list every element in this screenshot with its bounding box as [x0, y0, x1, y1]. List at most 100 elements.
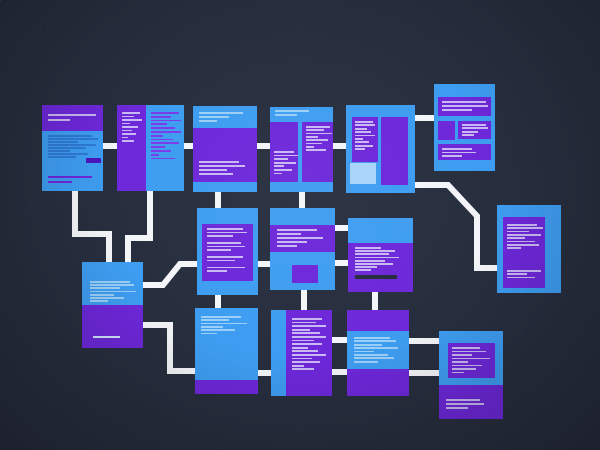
wireframe-card-top-2[interactable] [117, 105, 184, 191]
wireframe-card-top-5-placeholder-line [355, 131, 371, 133]
wireframe-card-mid-1-placeholder-line [207, 256, 243, 258]
wireframe-card-top-2-placeholder-line [151, 150, 171, 152]
wireframe-card-bottom-3-placeholder-line [354, 337, 390, 339]
wireframe-card-top-1-placeholder-line [48, 135, 92, 137]
wireframe-card-mid-1[interactable] [197, 208, 258, 295]
wireframe-card-mid-right-block [545, 217, 553, 288]
wireframe-card-bottom-2-placeholder-line [292, 318, 322, 320]
wireframe-card-mid-3-block [355, 275, 397, 279]
wireframe-card-bottom-1-placeholder-line [201, 325, 223, 328]
wireframe-card-top-5-block [381, 117, 408, 185]
wireframe-card-top-4-placeholder-line [306, 142, 322, 145]
wireframe-card-top-4-placeholder-line [306, 132, 332, 135]
wireframe-card-mid-left-placeholder-line [90, 287, 120, 290]
wireframe-card-bottom-2[interactable] [271, 310, 332, 396]
wireframe-card-mid-1-placeholder-line [207, 249, 231, 251]
wireframe-card-top-right-placeholder-line [462, 124, 486, 126]
wireframe-card-top-2-placeholder-line [151, 115, 171, 118]
wireframe-card-bottom-2-placeholder-line [292, 325, 326, 327]
wireframe-card-bottom-2-placeholder-line [292, 364, 304, 367]
wireframe-card-mid-2-placeholder-line [277, 241, 307, 243]
wireframe-card-top-4[interactable] [270, 107, 333, 192]
wireframe-card-top-1-placeholder-line [48, 141, 78, 143]
wireframe-card-top-4-placeholder-line [306, 139, 328, 141]
wireframe-card-top-1-placeholder-line [48, 156, 76, 158]
wireframe-card-mid-2[interactable] [270, 208, 335, 290]
wireframe-card-mid-3-placeholder-line [355, 266, 377, 268]
wireframe-card-bottom-right-placeholder-line [452, 361, 468, 363]
wireframe-card-bottom-right-placeholder-line [452, 347, 480, 349]
link-n7-n8 [143, 261, 197, 288]
wireframe-card-bottom-1-placeholder-line [201, 332, 217, 335]
wireframe-card-top-1-placeholder-line [48, 176, 92, 178]
wireframe-card-mid-3-placeholder-line [355, 263, 393, 265]
wireframe-card-top-4-placeholder-line [274, 158, 288, 160]
wireframe-card-bottom-1[interactable] [195, 308, 258, 394]
wireframe-card-bottom-right-placeholder-line [452, 368, 476, 370]
link-n2-n7 [125, 191, 153, 262]
wireframe-card-top-right[interactable] [434, 84, 495, 171]
wireframe-card-top-1[interactable] [42, 105, 103, 191]
wireframe-card-mid-left-placeholder-line [93, 336, 120, 338]
wireframe-card-mid-3[interactable] [348, 218, 413, 292]
wireframe-card-mid-3-placeholder-line [355, 253, 389, 256]
wireframe-card-mid-left-placeholder-line [90, 293, 114, 296]
wireframe-card-mid-1-placeholder-line [207, 228, 243, 230]
wireframe-card-top-3-placeholder-line [199, 120, 217, 122]
wireframe-card-top-4-placeholder-line [274, 172, 282, 175]
wireframe-card-top-4-block [302, 122, 333, 182]
wireframe-card-top-3[interactable] [193, 106, 257, 192]
wireframe-card-bottom-2-block [271, 310, 286, 396]
wireframe-card-bottom-right-placeholder-line [452, 364, 482, 367]
wireframe-card-mid-left[interactable] [82, 262, 143, 348]
wireframe-card-bottom-3[interactable] [347, 310, 409, 396]
wireframe-card-bottom-3-placeholder-line [354, 347, 398, 349]
wireframe-card-top-1-placeholder-line [48, 181, 72, 183]
wireframe-card-top-4-placeholder-line [306, 135, 318, 138]
wireframe-card-top-4-placeholder-line [306, 145, 314, 148]
wireframe-card-mid-left-block [82, 305, 143, 348]
wireframe-card-top-right-placeholder-line [462, 127, 488, 130]
wireframe-card-top-4-placeholder-line [274, 169, 292, 171]
wireframe-card-bottom-2-placeholder-line [292, 354, 326, 356]
wireframe-card-top-3-placeholder-line [199, 161, 239, 163]
wireframe-card-bottom-right[interactable] [439, 331, 503, 419]
wireframe-card-top-5-block [350, 163, 376, 184]
wireframe-card-bottom-3-placeholder-line [354, 357, 394, 360]
wireframe-card-mid-1-placeholder-line [207, 245, 245, 248]
wireframe-card-top-4-placeholder-line [274, 165, 284, 168]
wireframe-card-mid-2-placeholder-line [277, 229, 317, 231]
wireframe-card-bottom-3-placeholder-line [354, 343, 382, 346]
wireframe-card-top-2-placeholder-line [122, 115, 134, 118]
wireframe-card-top-right-block [438, 121, 455, 140]
wireframe-card-bottom-2-placeholder-line [292, 368, 314, 371]
wireframe-card-mid-1-placeholder-line [207, 242, 241, 244]
wireframe-card-mid-left-placeholder-line [90, 300, 108, 302]
wireframe-card-mid-3-placeholder-line [355, 256, 399, 259]
wireframe-card-top-5-placeholder-line [355, 138, 363, 140]
link-n5-n11 [415, 182, 497, 271]
wireframe-card-bottom-3-placeholder-line [354, 354, 388, 356]
wireframe-card-top-2-placeholder-line [151, 157, 175, 160]
wireframe-card-mid-right-placeholder-line [507, 230, 529, 233]
wireframe-card-top-4-placeholder-line [274, 151, 294, 153]
wireframe-card-mid-3-placeholder-line [355, 259, 385, 262]
wireframe-card-top-5[interactable] [346, 105, 415, 193]
wireframe-card-top-5-placeholder-line [355, 124, 375, 127]
wireframe-card-bottom-right-placeholder-line [452, 371, 464, 374]
wireframe-card-mid-1-placeholder-line [207, 270, 227, 272]
wireframe-card-bottom-2-placeholder-line [292, 339, 314, 342]
wireframe-card-top-2-placeholder-line [151, 153, 159, 156]
wireframe-card-top-1-placeholder-line [48, 150, 70, 152]
wireframe-card-mid-1-placeholder-line [207, 266, 245, 269]
link-n7-n12 [143, 322, 195, 374]
wireframe-card-top-right-placeholder-line [442, 109, 472, 111]
wireframe-card-top-2-placeholder-line [151, 123, 167, 126]
wireframe-card-bottom-1-placeholder-line [201, 329, 235, 331]
wireframe-card-top-5-placeholder-line [355, 148, 365, 150]
wireframe-card-mid-3-placeholder-line [355, 269, 371, 272]
wireframe-card-top-5-placeholder-line [355, 127, 367, 130]
wireframe-card-mid-3-placeholder-line [355, 247, 381, 249]
wireframe-card-mid-right[interactable] [497, 205, 561, 293]
wireframe-card-top-5-placeholder-line [355, 121, 373, 123]
